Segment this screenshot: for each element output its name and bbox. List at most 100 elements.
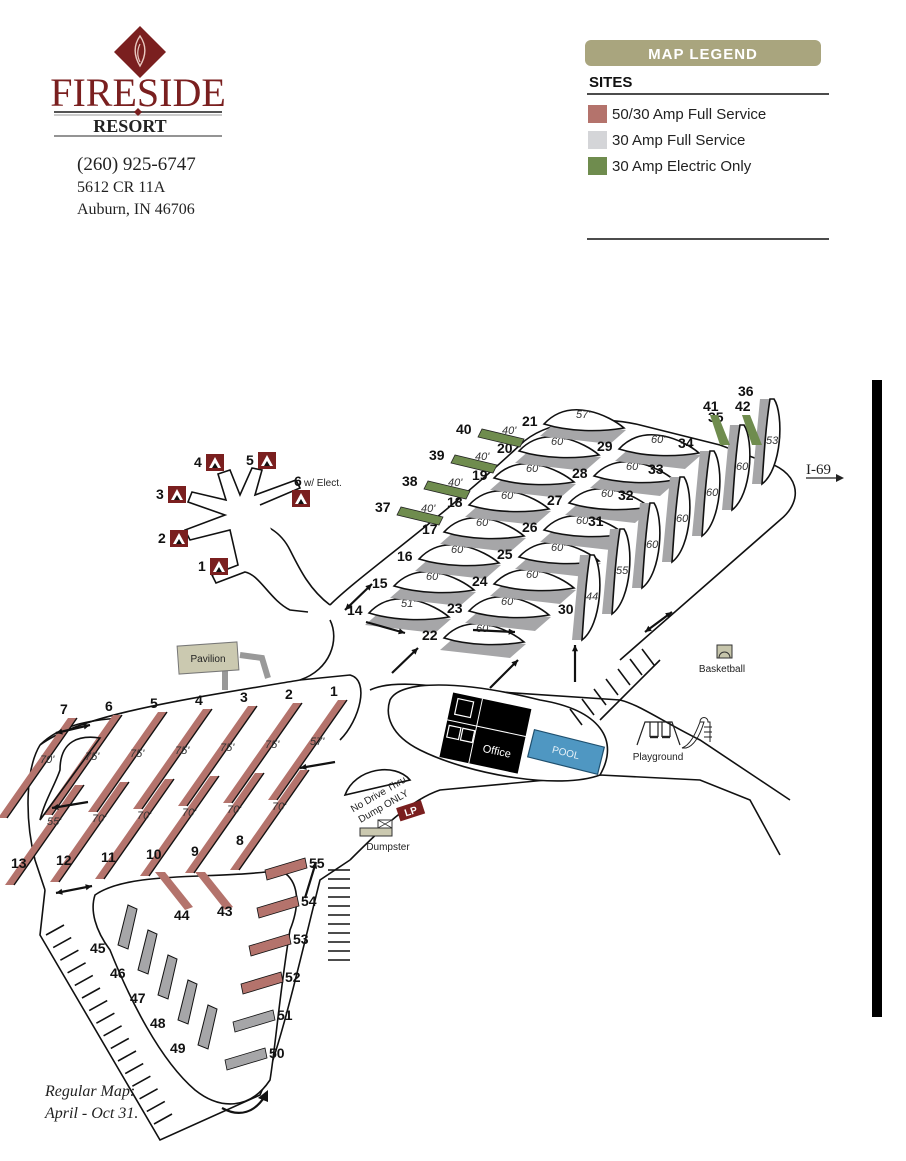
site-pad [742,415,762,445]
site-35[interactable]: 3560' [708,409,751,512]
restroom-icon [446,724,462,741]
site-53[interactable]: 53 [248,931,309,957]
site-9[interactable]: 970' [185,772,265,874]
arrowhead-icon [311,862,318,869]
tent-site-number: 2 [158,530,166,546]
site-41[interactable]: 41 [703,398,730,445]
tent-site-2[interactable]: 2 [158,530,188,547]
pool[interactable]: POOL [526,728,606,776]
site-length: 60 [676,513,689,525]
site-pad [477,428,525,448]
site-pad [256,895,300,919]
tent-site-1[interactable]: 1 [198,558,228,575]
site-49[interactable]: 49 [170,1004,218,1056]
arrowhead-icon [258,1090,268,1102]
site-number: 44 [174,907,190,923]
basketball-court[interactable]: Basketball [699,644,745,675]
site-pad [264,857,308,881]
office[interactable]: Office [439,692,532,774]
site-pad [155,872,193,910]
site-edge [148,775,220,877]
island [731,424,751,512]
site-48[interactable]: 48 [150,979,198,1031]
site-46[interactable]: 46 [110,929,158,981]
site-number: 36 [738,383,754,399]
tent-site-4[interactable]: 4 [194,454,224,471]
island [581,554,601,642]
site-length: 70' [40,754,55,766]
site-45[interactable]: 45 [90,904,138,956]
pavilion[interactable]: Pavilion [176,641,271,690]
site-pad [602,529,620,614]
site-4[interactable]: 475' [133,692,213,810]
site-number: 18 [447,494,463,510]
site-number: 9 [191,843,199,859]
site-42[interactable]: 42 [735,398,762,445]
tent-site-3[interactable]: 3 [156,486,186,503]
dumpster[interactable]: Dumpster [359,819,410,853]
site-length: 75' [130,748,145,760]
island [671,476,691,564]
legend-item: 30 Amp Electric Only [588,157,752,175]
parking-space [605,678,619,696]
site-length: 40' [475,451,490,463]
site-number: 47 [130,990,146,1006]
site-52[interactable]: 52 [240,969,301,995]
phone-number: (260) 925-6747 [77,154,196,175]
tent-site-5[interactable]: 5 [246,452,276,469]
site-pad [88,712,167,812]
slide-icon [681,717,712,749]
site-edge [51,714,123,816]
map-border-bar [872,380,882,1017]
site-7[interactable]: 770' [0,701,78,819]
lp-station[interactable]: LP [396,800,426,822]
site-length: 70' [137,810,152,822]
site-8[interactable]: 870' [230,769,310,871]
site-length: 60' [736,461,751,473]
site-43[interactable]: 43 [195,872,233,919]
site-2[interactable]: 275' [223,686,303,804]
site-3[interactable]: 375' [178,689,258,807]
parking-space [124,1062,144,1075]
island [641,502,661,590]
site-5[interactable]: 575' [88,695,168,813]
site-50[interactable]: 50 [224,1045,285,1071]
site-length: 60' [476,517,491,529]
site-51[interactable]: 51 [232,1007,293,1033]
arrowhead-icon [365,584,372,591]
site-1[interactable]: 157' [268,683,348,801]
playground[interactable]: Playground [633,717,712,764]
site-47[interactable]: 47 [130,954,178,1006]
tent-site-number: 6 [294,473,302,489]
site-44[interactable]: 44 [155,872,193,923]
